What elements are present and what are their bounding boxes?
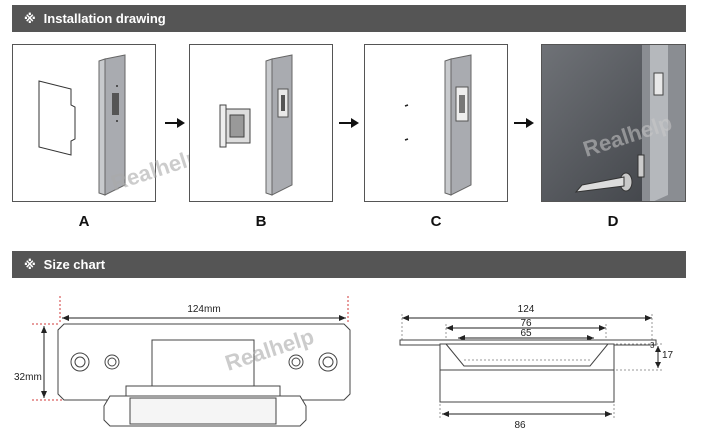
header-mark: ※: [24, 11, 36, 26]
arrow-right-icon: [514, 118, 534, 128]
step-c-drawing: [404, 54, 472, 196]
side-mid-label: 76: [520, 318, 532, 329]
step-label-c: C: [430, 213, 442, 230]
side-view-drawing: 124 76 65 17 3 86: [399, 304, 674, 431]
arrow-right-icon: [339, 118, 359, 128]
step-label-a: A: [78, 213, 90, 230]
step-label-d: D: [607, 213, 619, 230]
step-c-panel: [364, 44, 508, 202]
step-d-panel: [541, 44, 686, 202]
arrow-right-icon: [165, 118, 185, 128]
installation-title: Installation drawing: [43, 11, 166, 26]
step-b-panel: [189, 44, 333, 202]
step-d-drawing: [542, 45, 685, 201]
side-total-label: 124: [518, 304, 535, 315]
size-chart-title: Size chart: [43, 257, 106, 272]
step-a-drawing: [38, 54, 126, 196]
side-lip-label: 3: [650, 341, 655, 350]
size-chart-header: ※ Size chart: [12, 251, 686, 278]
front-view-drawing: 124mm 32mm: [14, 296, 351, 427]
side-inner-label: 65: [520, 328, 532, 339]
header-mark: ※: [24, 257, 36, 272]
front-width-label: 124mm: [187, 304, 220, 315]
front-height-label: 32mm: [14, 372, 42, 383]
step-label-b: B: [255, 213, 267, 230]
step-b-drawing: [219, 54, 293, 196]
installation-header: ※ Installation drawing: [12, 5, 686, 32]
step-a-panel: [12, 44, 156, 202]
side-bottom-label: 86: [514, 420, 526, 431]
side-height-label: 17: [662, 350, 674, 361]
